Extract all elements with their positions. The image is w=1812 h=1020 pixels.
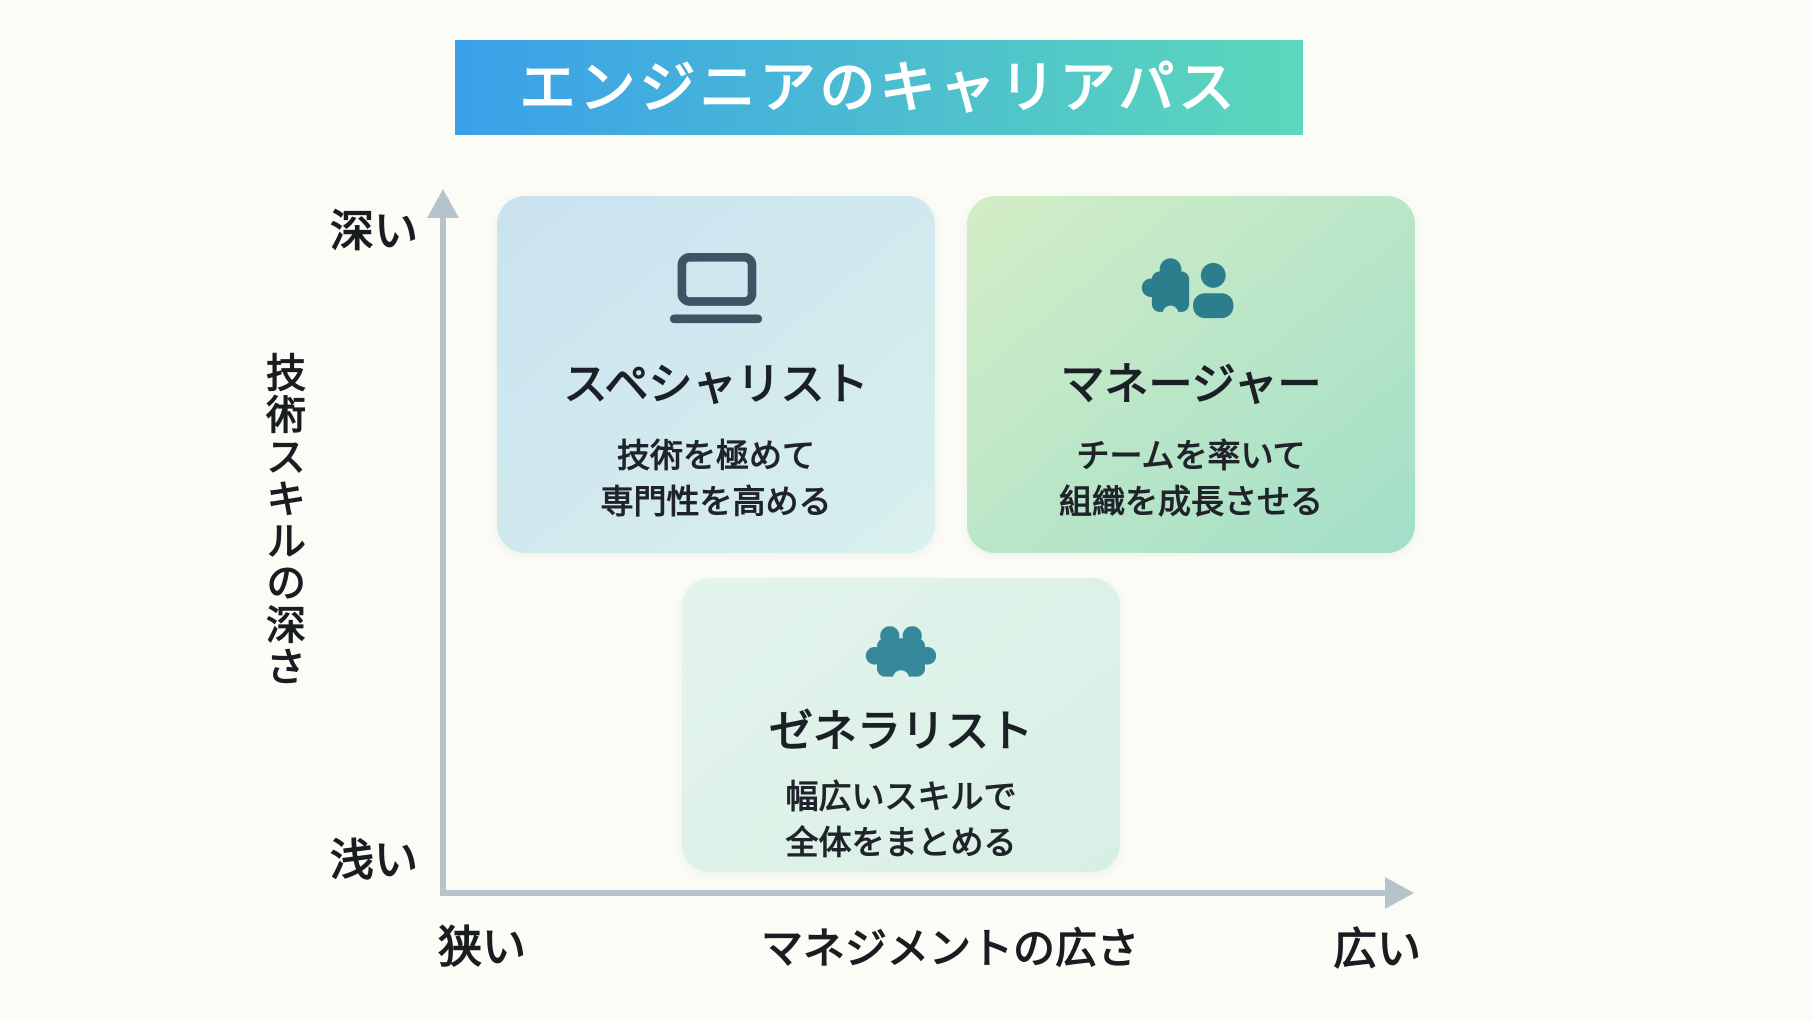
card-manager-desc-line1: チームを率いて [1076, 437, 1306, 474]
x-axis-right-label: 広い [1333, 925, 1421, 974]
card-specialist: スペシャリスト 技術を極めて 専門性を高める [497, 196, 935, 553]
x-axis-left-label: 狭い [438, 923, 526, 972]
page-title: エンジニアのキャリアパス [519, 55, 1239, 119]
y-axis-top-label: 深い [330, 207, 418, 256]
card-generalist-desc: 幅広いスキルで 全体をまとめる [786, 774, 1017, 866]
y-axis-arrow-icon [427, 189, 459, 218]
card-specialist-title: スペシャリスト [563, 360, 869, 409]
puzzle-icon [861, 618, 941, 688]
card-generalist-title: ゼネラリスト [769, 707, 1033, 756]
laptop-icon [666, 248, 766, 326]
card-specialist-desc-line1: 技術を極めて [617, 437, 815, 474]
card-manager: マネージャー チームを率いて 組織を成長させる [967, 196, 1415, 553]
puzzle-person-icon [1141, 248, 1242, 326]
x-axis-line [440, 890, 1388, 896]
y-axis-title: 技術スキルの深さ [260, 352, 304, 688]
card-specialist-desc: 技術を極めて 専門性を高める [601, 433, 832, 525]
card-manager-title: マネージャー [1060, 360, 1322, 409]
card-generalist: ゼネラリスト 幅広いスキルで 全体をまとめる [682, 578, 1120, 872]
card-generalist-desc-line1: 幅広いスキルで [785, 778, 1017, 815]
y-axis-bottom-label: 浅い [330, 836, 418, 885]
card-specialist-desc-line2: 専門性を高める [600, 483, 832, 521]
card-manager-desc: チームを率いて 組織を成長させる [1059, 433, 1323, 525]
x-axis-title: マネジメントの広さ [760, 925, 1139, 972]
card-manager-desc-line2: 組織を成長させる [1059, 483, 1323, 521]
y-axis-line [440, 214, 446, 894]
card-generalist-desc-line2: 全体をまとめる [785, 824, 1017, 862]
title-banner: エンジニアのキャリアパス [455, 40, 1303, 135]
x-axis-arrow-icon [1385, 877, 1414, 909]
